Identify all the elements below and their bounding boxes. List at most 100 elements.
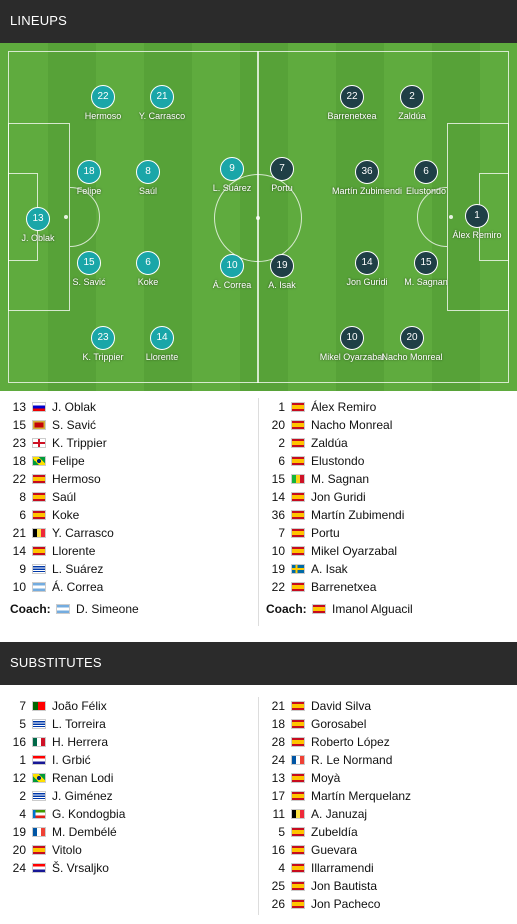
pitch-player-away[interactable]: 22 Barrenetxea xyxy=(312,85,392,121)
pitch-player-away[interactable]: 15 M. Sagnan xyxy=(386,251,466,287)
player-name[interactable]: I. Grbić xyxy=(52,753,91,767)
player-name[interactable]: Hermoso xyxy=(52,472,101,486)
player-name[interactable]: David Silva xyxy=(311,699,372,713)
pitch-player-home[interactable]: 15 S. Savić xyxy=(49,251,129,287)
pitch-player-home[interactable]: 18 Felipe xyxy=(49,160,129,196)
pitch-player-home[interactable]: 8 Saúl xyxy=(108,160,188,196)
pitch-player-away[interactable]: 14 Jon Guridi xyxy=(327,251,407,287)
pitch-player-away[interactable]: 10 Mikel Oyarzabal xyxy=(312,326,392,362)
player-name[interactable]: Martín Merquelanz xyxy=(311,789,412,803)
player-name[interactable]: Portu xyxy=(311,526,340,540)
coach-name[interactable]: D. Simeone xyxy=(76,602,139,616)
player-name[interactable]: Jon Guridi xyxy=(311,490,366,504)
player-name[interactable]: A. Januzaj xyxy=(311,807,368,821)
player-name[interactable]: Š. Vrsaljko xyxy=(52,861,109,875)
player-name[interactable]: Á. Correa xyxy=(52,580,104,594)
player-name[interactable]: M. Sagnan xyxy=(311,472,370,486)
player-name[interactable]: Elustondo xyxy=(311,454,365,468)
player-name[interactable]: Llorente xyxy=(52,544,96,558)
player-name[interactable]: Zubeldía xyxy=(311,825,358,839)
player-name[interactable]: S. Savić xyxy=(52,418,97,432)
player-name[interactable]: Moyà xyxy=(311,771,341,785)
pitch-player-home[interactable]: 23 K. Trippier xyxy=(63,326,143,362)
pitch-player-home[interactable]: 21 Y. Carrasco xyxy=(122,85,202,121)
pitch-player-away[interactable]: 19 A. Isak xyxy=(242,254,322,290)
player-name[interactable]: Roberto López xyxy=(311,735,390,749)
player-name[interactable]: Mikel Oyarzabal xyxy=(311,544,398,558)
player-name[interactable]: L. Suárez xyxy=(52,562,104,576)
pitch-player-home[interactable]: 6 Koke xyxy=(108,251,188,287)
player-name[interactable]: Jon Pacheco xyxy=(311,897,381,911)
player-name[interactable]: R. Le Normand xyxy=(311,753,393,767)
pitch-player-away[interactable]: 1 Álex Remiro xyxy=(437,204,517,240)
player-name[interactable]: Barrenetxea xyxy=(311,580,377,594)
player-name[interactable]: K. Trippier xyxy=(52,436,107,450)
player-name[interactable]: Y. Carrasco xyxy=(52,526,114,540)
player-name[interactable]: Saúl xyxy=(52,490,77,504)
player-name[interactable]: Nacho Monreal xyxy=(311,418,393,432)
pitch-player-away[interactable]: 2 Zaldúa xyxy=(372,85,452,121)
player-name[interactable]: Gorosabel xyxy=(311,717,367,731)
pitch-player-away[interactable]: 36 Martín Zubimendi xyxy=(327,160,407,196)
player-name[interactable]: Renan Lodi xyxy=(52,771,114,785)
pitch-player-home[interactable]: 10 Á. Correa xyxy=(192,254,272,290)
player-name[interactable]: J. Giménez xyxy=(52,789,113,803)
pitch-player-home[interactable]: 13 J. Oblak xyxy=(0,207,78,243)
player-name[interactable]: Zaldúa xyxy=(311,436,348,450)
pitch-player-away[interactable]: 20 Nacho Monreal xyxy=(372,326,452,362)
player-name[interactable]: L. Torreira xyxy=(52,717,106,731)
coach-name[interactable]: Imanol Alguacil xyxy=(332,602,413,616)
pitch-player-home[interactable]: 22 Hermoso xyxy=(63,85,143,121)
player-name[interactable]: G. Kondogbia xyxy=(52,807,126,821)
player-name[interactable]: Martín Zubimendi xyxy=(311,508,405,522)
player-name[interactable]: Illarramendi xyxy=(311,861,374,875)
player-name[interactable]: A. Isak xyxy=(311,562,348,576)
pitch-player-home[interactable]: 9 L. Suárez xyxy=(192,157,272,193)
player-name[interactable]: Vitolo xyxy=(52,843,82,857)
player-name[interactable]: H. Herrera xyxy=(52,735,109,749)
player-name[interactable]: Felipe xyxy=(52,454,85,468)
